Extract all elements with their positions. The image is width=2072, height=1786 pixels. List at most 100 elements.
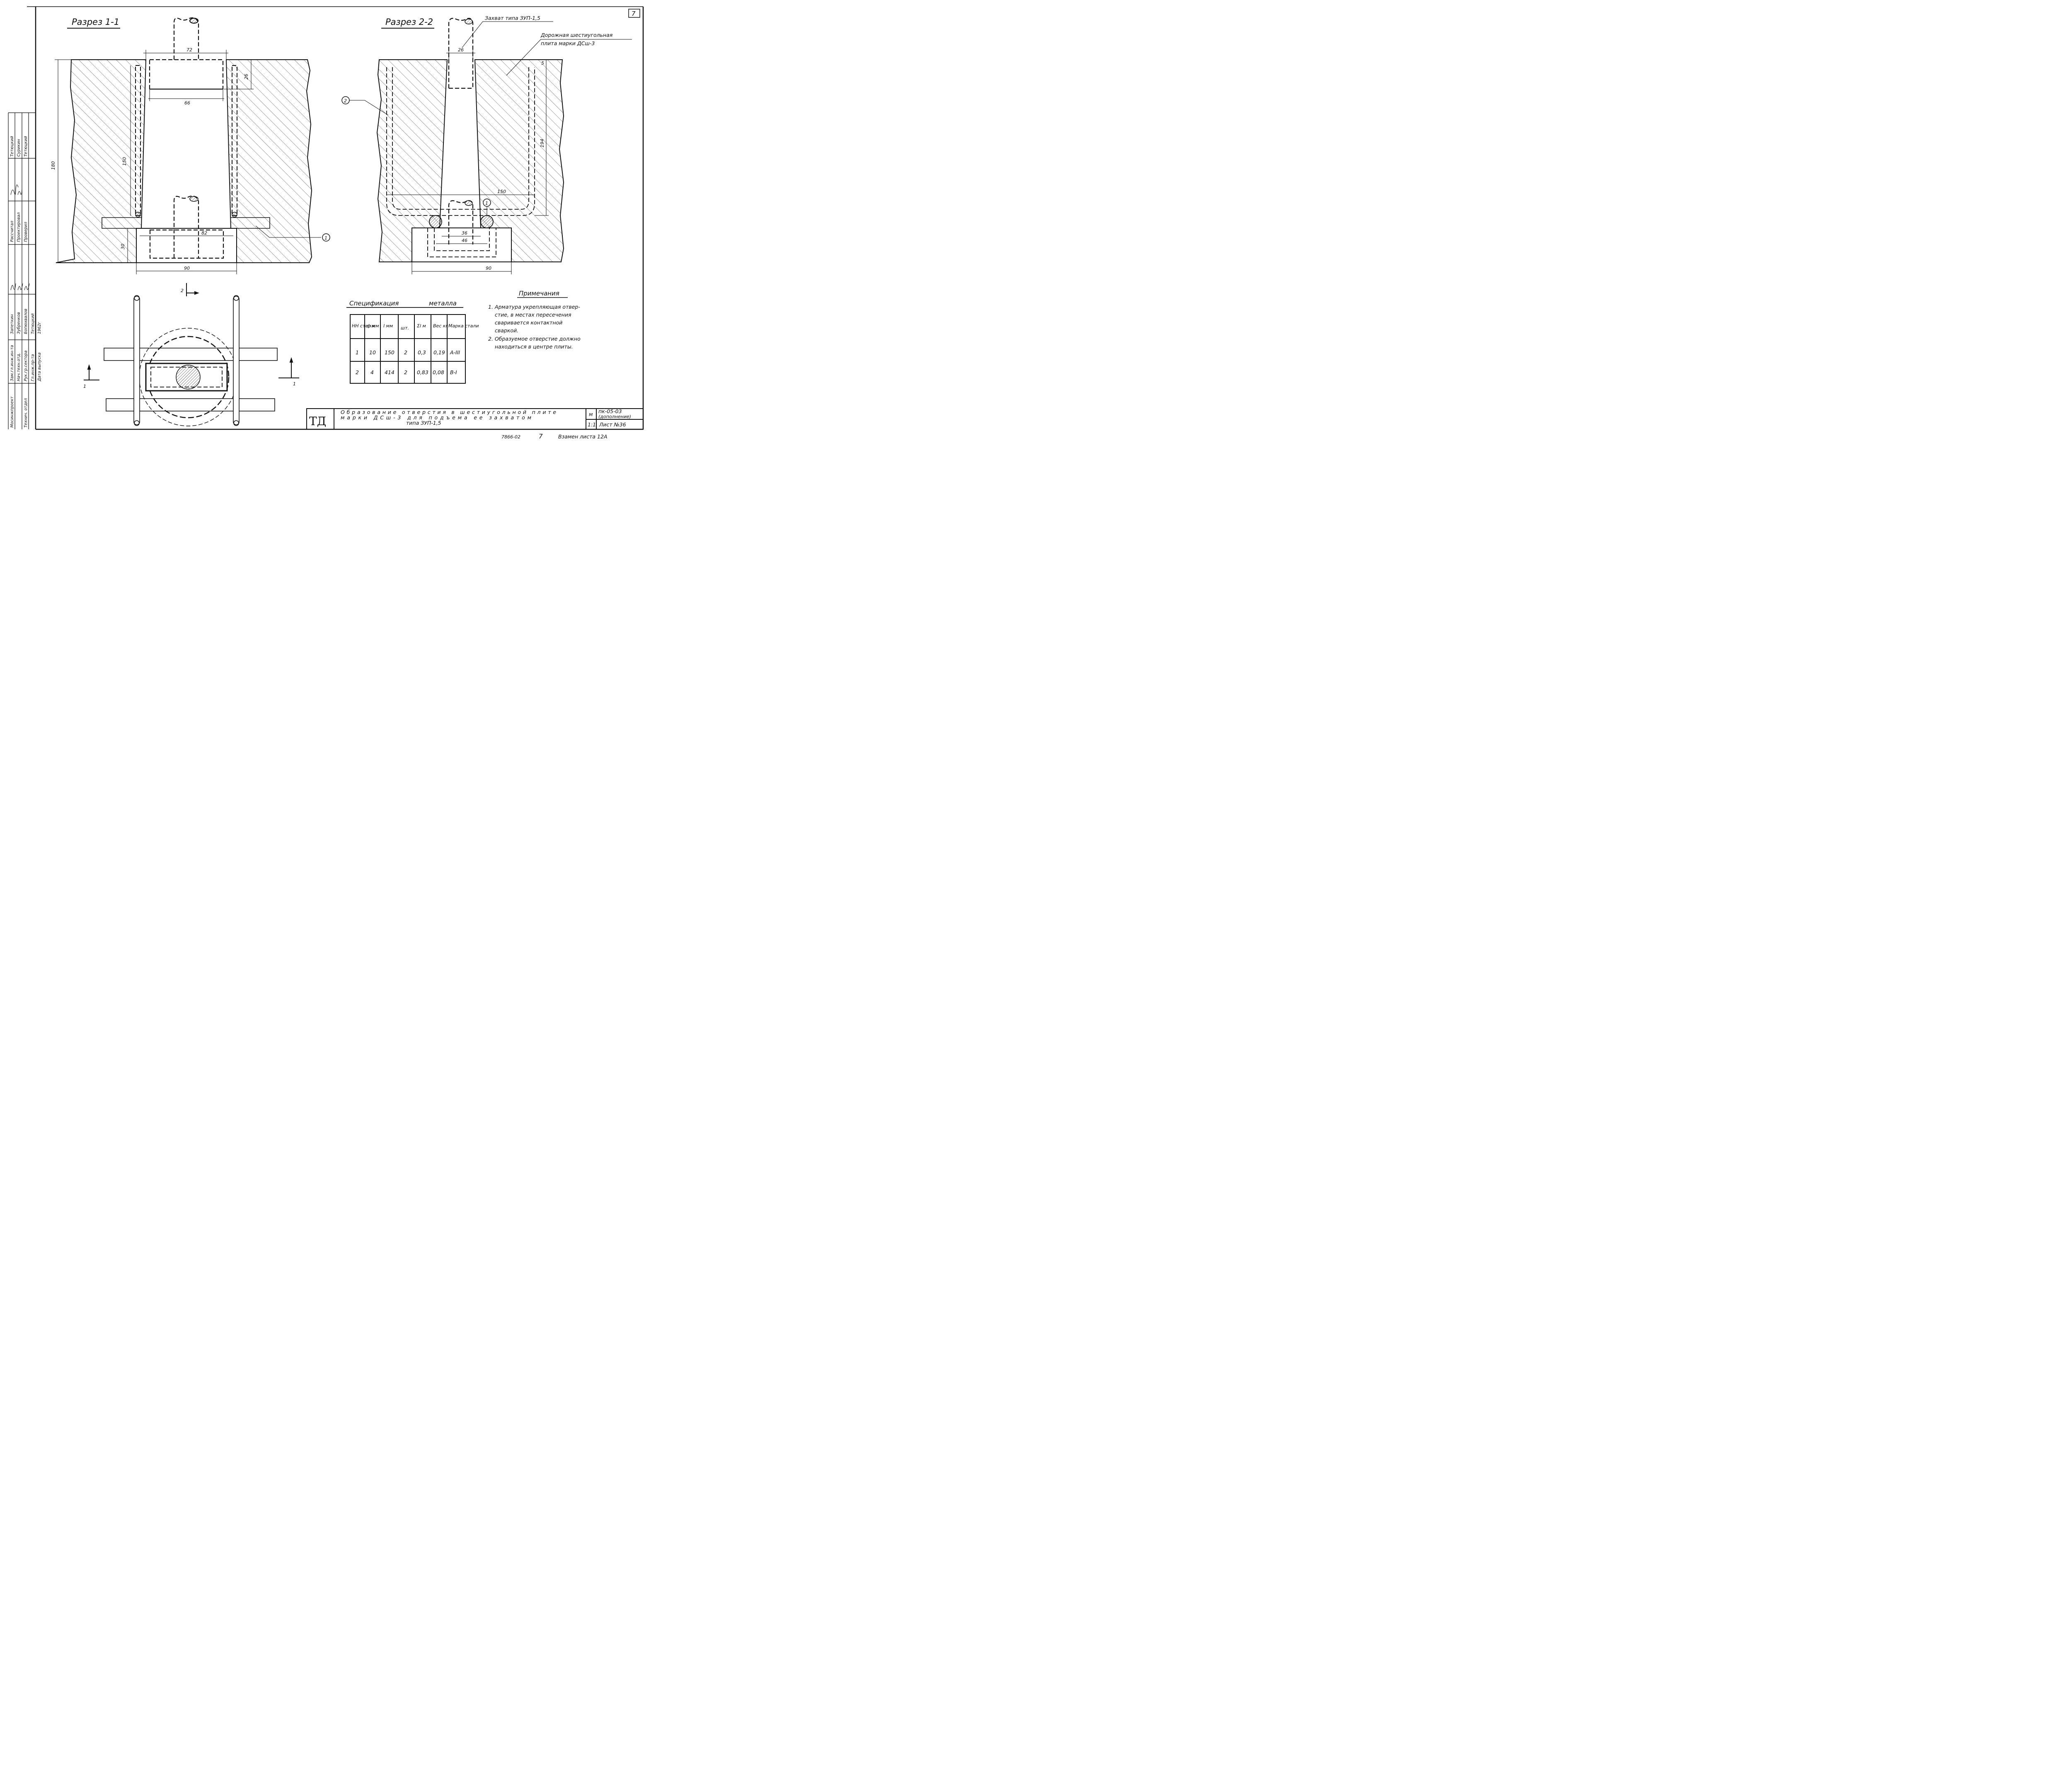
rebar-2 — [386, 67, 535, 257]
title-code: ТД — [309, 414, 326, 428]
spec-cell: 2 — [404, 349, 407, 356]
stamp-op: Рассчитал — [10, 221, 15, 242]
stamp-org: Мосинжпроект — [10, 396, 15, 428]
left-stamp: Зам.гл.инж.ин-та Нач.техн.отд. Рук.гр.се… — [8, 112, 42, 429]
spec-header: Вес кг — [433, 323, 448, 329]
footer-replaces: Взамен листа 12А — [558, 433, 608, 440]
title-doc-note: (дополнение) — [598, 414, 631, 419]
title-doc: пк-05-03 — [598, 408, 622, 414]
notes: Примечания 1. Арматура укрепляющая отвер… — [488, 290, 581, 350]
stamp-sig-name: Зубренков — [17, 312, 21, 334]
plan-view: 2 1 1 — [83, 283, 299, 426]
spec-cell: 0,83 — [417, 369, 428, 375]
title-line-1: Образование отверстия в шестиугольной пл… — [341, 409, 556, 415]
section-2-2: Разрез 2-2 — [341, 15, 632, 274]
stamp-role: Рук.гр.сектора — [24, 351, 28, 381]
footer-num: 7866-02 — [501, 434, 520, 440]
spec-cell: 10 — [369, 349, 376, 356]
spec-header: ф мм — [367, 323, 379, 329]
title-scale: 1:1 — [588, 421, 596, 428]
dim-66: 66 — [184, 100, 190, 106]
callout-2: 2 — [344, 98, 347, 104]
title-m: м — [589, 411, 593, 417]
stamp-role: Зам.гл.инж.ин-та — [10, 345, 15, 381]
callout-1: 1 — [485, 201, 488, 206]
dim-26: 26 — [458, 47, 464, 53]
plate-label-line2: плита марки ДСш-3 — [541, 40, 595, 46]
spec-table: Спецификация металла НН стерж ф мм l мм … — [346, 300, 479, 384]
footer-page: 7 — [539, 433, 543, 440]
spec-cell: B-I — [450, 369, 457, 375]
dim-194: 194 — [540, 139, 545, 148]
spec-cell: 0,3 — [418, 349, 426, 356]
stamp-op-name: Тетюцкий — [10, 136, 15, 157]
stamp-role: Нач.техн.отд. — [17, 353, 21, 381]
rebar-1 — [102, 217, 270, 229]
stamp-op: Проектировал — [17, 212, 21, 242]
stamp-role: Дата выпуска — [37, 352, 42, 382]
dim-150: 150 — [497, 189, 506, 194]
stamp-dept: Технич. отдел — [24, 398, 28, 428]
spec-cell: A-III — [450, 349, 460, 356]
plan-mark-2: 2 — [181, 288, 184, 293]
spec-header: НН стерж — [352, 323, 375, 329]
section1-dimensions — [55, 50, 330, 274]
section-markers — [84, 283, 299, 380]
stamp-sig-name: 1962г — [37, 322, 42, 334]
dim-5: 5 — [541, 61, 544, 66]
section1-title: Разрез 1-1 — [72, 17, 119, 27]
spec-cell: 1 — [356, 349, 359, 356]
note-line: 2. Образуемое отверстие должно — [488, 336, 581, 342]
stamp-sig-name: Запеткин — [10, 314, 15, 334]
spec-title-left: Спецификация — [349, 300, 399, 307]
spec-cell: 414 — [385, 369, 395, 375]
spec-cell: 0,19 — [433, 349, 445, 356]
drawing-sheet: 7 Зам.гл.инж.ин-та Нач.техн.отд. Рук.гр.… — [0, 0, 650, 442]
dim-180: 180 — [51, 161, 56, 170]
dim-36: 36 — [462, 230, 467, 236]
spec-cell: 2 — [404, 369, 407, 375]
dim-150: 150 — [122, 157, 127, 166]
dim-90: 90 — [184, 266, 190, 271]
notes-title: Примечания — [519, 290, 559, 297]
dim-90: 90 — [486, 266, 491, 271]
spec-cell: 0,08 — [433, 369, 444, 375]
stamp-signatures — [10, 184, 30, 290]
note-line: сваркой. — [495, 327, 518, 334]
clamp-type-label: Захват типа ЗУП-1,5 — [485, 15, 540, 21]
technical-drawing: 7 Зам.гл.инж.ин-та Нач.техн.отд. Рук.гр.… — [8, 6, 644, 440]
section2-dimensions — [341, 21, 632, 274]
dim-26: 26 — [244, 74, 249, 80]
stamp-op-name: Сурикин — [17, 139, 21, 157]
stamp-sig-name: Бопюхвалов — [24, 309, 28, 334]
stamp-sig-name: Тетюцкий — [31, 313, 35, 334]
sheet-number-top: 7 — [632, 10, 636, 17]
title-sheet: Лист №36 — [599, 421, 626, 428]
note-line: находиться в центре плиты. — [495, 344, 573, 350]
dim-72: 72 — [186, 47, 192, 53]
section2-title: Разрез 2-2 — [385, 17, 433, 27]
slab-2 — [376, 59, 564, 262]
dim-82: 82 — [201, 230, 207, 236]
spec-cell: 150 — [385, 349, 395, 356]
title-block: ТД Образование отверстия в шестиугольной… — [306, 408, 644, 430]
spec-cell: 2 — [356, 369, 359, 375]
spec-header: Марка стали — [448, 323, 479, 329]
clamp-block — [149, 17, 224, 90]
plan-mark-1-right: 1 — [293, 381, 296, 387]
note-line: сваривается контактной — [495, 319, 562, 326]
title-line-3: типа ЗУП-1,5 — [406, 420, 441, 426]
spec-header: Σl м — [417, 323, 426, 329]
note-line: 1. Арматура укрепляющая отвер- — [488, 304, 580, 310]
spec-header: l мм — [383, 323, 393, 329]
callout-1: 1 — [324, 235, 327, 241]
stamp-op-name: Тетюцкий — [24, 136, 28, 157]
slab-right — [225, 59, 312, 263]
spec-header: шт. — [401, 325, 409, 331]
stamp-role: Гл.инж.пр-та — [31, 354, 35, 381]
dim-46: 46 — [462, 238, 467, 243]
slab-left — [56, 59, 147, 263]
section-1-1: Разрез 1-1 — [51, 17, 330, 274]
spec-cell: 4 — [370, 369, 374, 375]
spec-title-right: металла — [429, 300, 457, 307]
